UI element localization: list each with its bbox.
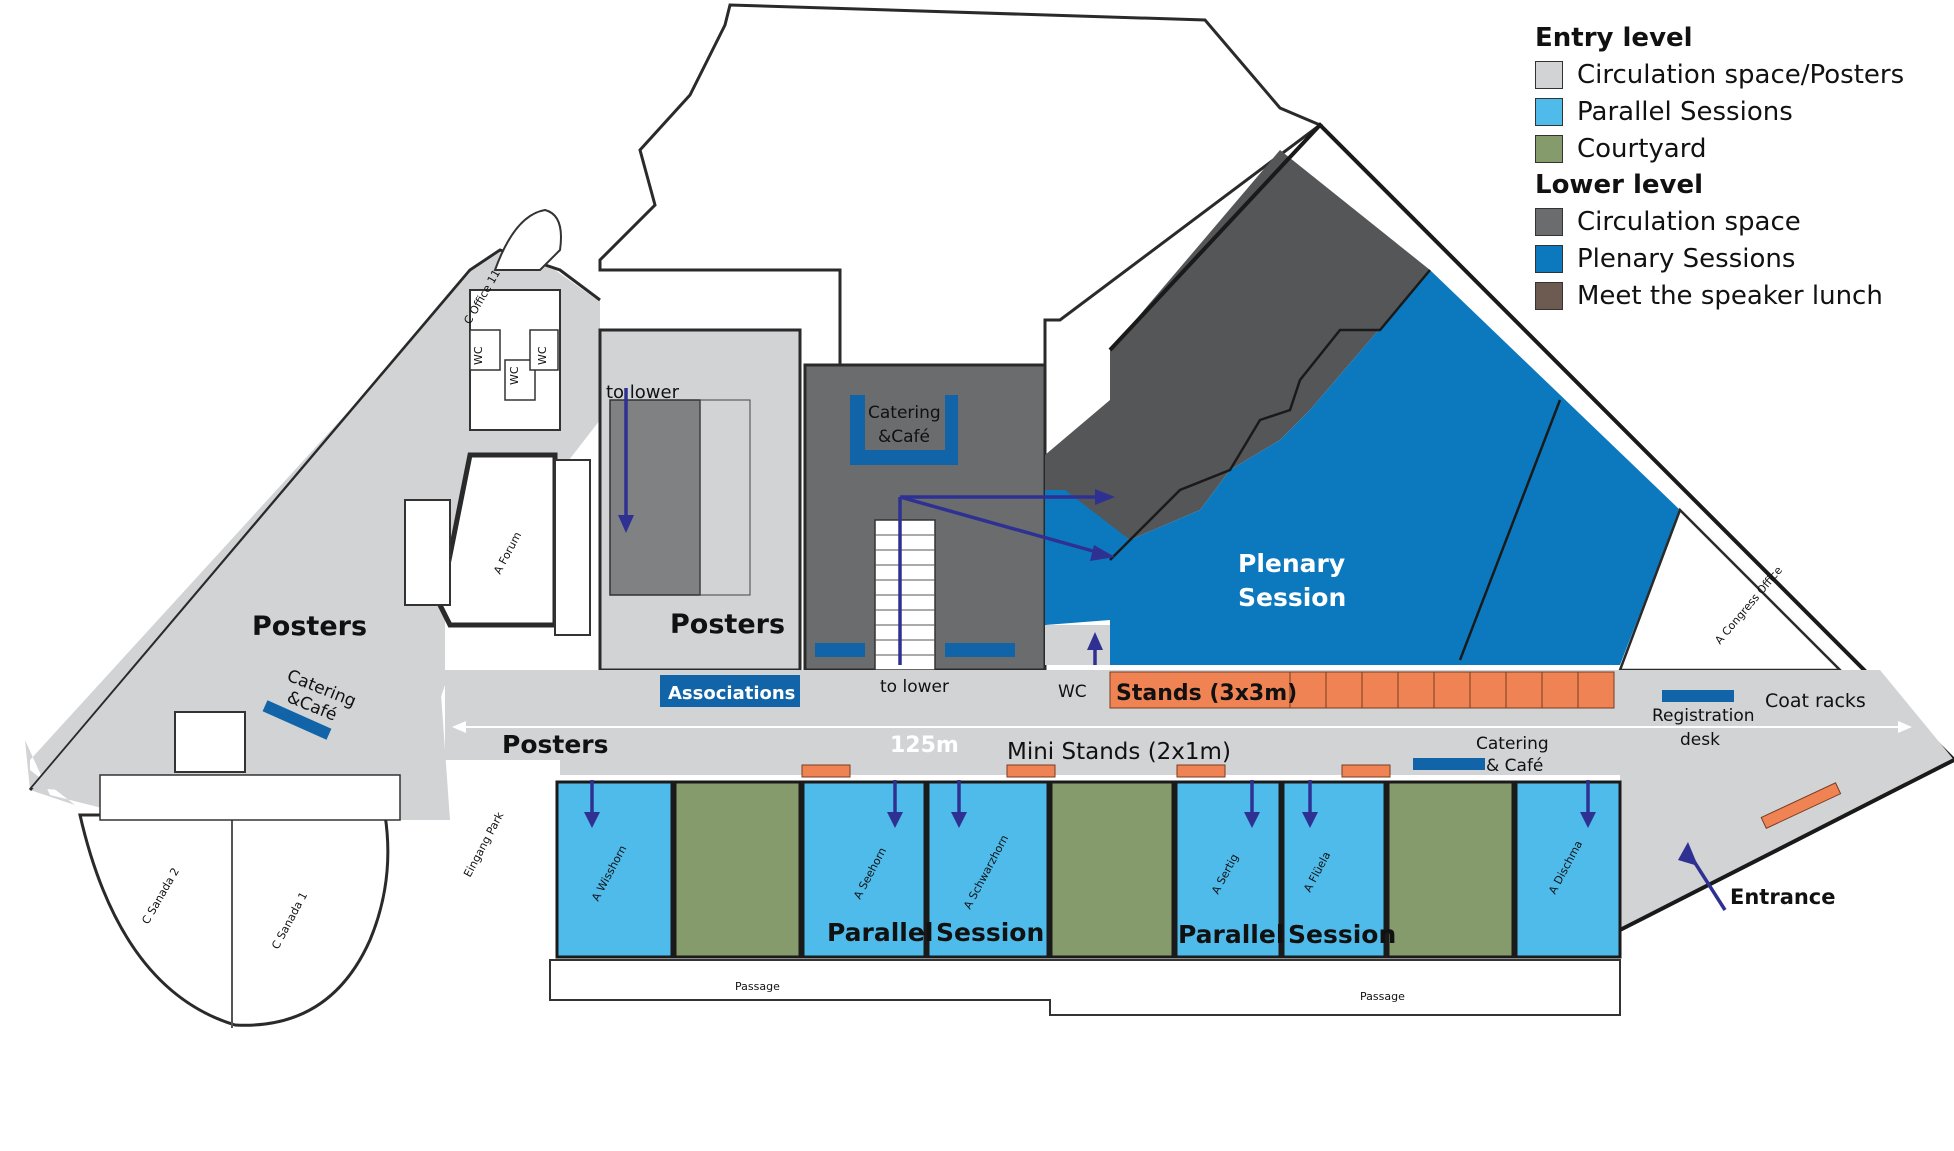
- legend-item-circulation-posters: Circulation space/Posters: [1535, 56, 1935, 93]
- to-lower-label-1: to lower: [606, 382, 680, 403]
- courtyard-2: [1049, 780, 1175, 959]
- catering-bar-left-wing: [262, 700, 332, 740]
- catering-center-line2: &Café: [878, 427, 930, 447]
- plenary-outline: [1108, 122, 1954, 762]
- session-label-1: Session: [936, 918, 1044, 947]
- passage-label-2: Passage: [1360, 990, 1405, 1003]
- registration-desk: [1662, 690, 1734, 702]
- parallel-label-2: Parallel: [1178, 920, 1284, 949]
- upper-building-outline: [598, 3, 1323, 367]
- registration-label-1: Registration: [1652, 706, 1755, 726]
- room-label-eingang: Eingang Park: [461, 809, 507, 879]
- entrance-label: Entrance: [1730, 885, 1836, 909]
- posters-label-center: Posters: [670, 609, 785, 640]
- sanada-rooms: [78, 813, 390, 1027]
- stands-label: Stands (3x3m): [1116, 681, 1297, 706]
- plenary-stairs: [1109, 269, 1431, 561]
- associations-label: Associations: [668, 683, 795, 704]
- legend-label: Parallel Sessions: [1577, 96, 1793, 127]
- parallel-label-1: Parallel: [827, 918, 933, 947]
- legend-item-parallel: Parallel Sessions: [1535, 93, 1935, 130]
- catering-right-line1: Catering: [1476, 734, 1549, 754]
- stands-row: [1109, 671, 1615, 709]
- to-lower-label-2: to lower: [880, 677, 949, 697]
- mini-stands: [801, 764, 1842, 830]
- corridor-outline: [1619, 758, 1954, 932]
- wc-label: WC: [1058, 682, 1087, 702]
- catering-bar-corridor: [1413, 758, 1485, 770]
- stair-void: [609, 399, 701, 596]
- coat-racks-label: Coat racks: [1765, 690, 1866, 712]
- wc-room-label-3: WC: [536, 346, 549, 365]
- legend-swatch: [1535, 281, 1563, 310]
- left-wing-fill: [32, 252, 600, 820]
- legend-label: Circulation space/Posters: [1577, 59, 1905, 90]
- lift-block: [174, 711, 246, 773]
- legend-item-plenary: Plenary Sessions: [1535, 240, 1935, 277]
- forum-stair: [404, 499, 451, 606]
- map-legend: Entry level Circulation space/Posters Pa…: [1535, 20, 1935, 314]
- plenary-session-room: [1045, 270, 1680, 665]
- room-seehorn: [801, 780, 927, 959]
- circulation-arrows: [584, 388, 1727, 911]
- room-row: [555, 780, 1622, 959]
- room-schwarzhorn: [926, 780, 1050, 959]
- legend-item-meet-speaker: Meet the speaker lunch: [1535, 277, 1935, 314]
- legend-label: Meet the speaker lunch: [1577, 280, 1883, 311]
- legend-label: Courtyard: [1577, 133, 1707, 164]
- catering-center-line1: Catering: [868, 403, 941, 423]
- legend-swatch: [1535, 244, 1563, 273]
- session-label-2: Session: [1288, 920, 1396, 949]
- mini-stands-label: Mini Stands (2x1m): [1007, 739, 1231, 765]
- room-flueela: [1281, 780, 1387, 959]
- legend-swatch: [1535, 134, 1563, 163]
- sanada-top-strip: [99, 774, 401, 821]
- legend-label: Circulation space: [1577, 206, 1801, 237]
- catering-bar-left: [815, 643, 865, 657]
- wc-room-label-1: WC: [472, 346, 485, 365]
- legend-item-courtyard: Courtyard: [1535, 130, 1935, 167]
- associations-panel: [660, 675, 800, 707]
- forum-side: [554, 459, 591, 636]
- plenary-label-2: Session: [1238, 583, 1346, 612]
- courtyard-1: [673, 780, 802, 959]
- courtyard-3: [1386, 780, 1515, 959]
- spiral-stair: [493, 208, 562, 271]
- legend-item-circulation-lower: Circulation space: [1535, 203, 1935, 240]
- distance-label: 125m: [890, 733, 959, 758]
- passage-outline: [549, 959, 1621, 1016]
- legend-label: Plenary Sessions: [1577, 243, 1796, 274]
- posters-label-left: Posters: [252, 611, 367, 642]
- legend-entry-title: Entry level: [1535, 23, 1693, 53]
- passage-label-1: Passage: [735, 980, 780, 993]
- room-dischma: [1514, 780, 1622, 959]
- lower-circulation-dark: [1045, 150, 1430, 540]
- posters-label-corridor: Posters: [502, 730, 609, 759]
- catering-center-counter: [850, 395, 958, 465]
- wc-room-label-2: WC: [508, 366, 521, 385]
- plenary-label-1: Plenary: [1238, 549, 1345, 578]
- legend-lower-title: Lower level: [1535, 170, 1703, 200]
- room-sertig: [1174, 780, 1282, 959]
- main-corridor: [445, 670, 1954, 930]
- legend-swatch: [1535, 207, 1563, 236]
- registration-label-2: desk: [1680, 730, 1720, 750]
- legend-swatch: [1535, 97, 1563, 126]
- catering-bar-right: [945, 643, 1015, 657]
- catering-right-line2: & Café: [1486, 756, 1543, 776]
- left-wing-outline: [28, 248, 601, 791]
- legend-swatch: [1535, 60, 1563, 89]
- room-wisshorn: [555, 780, 674, 959]
